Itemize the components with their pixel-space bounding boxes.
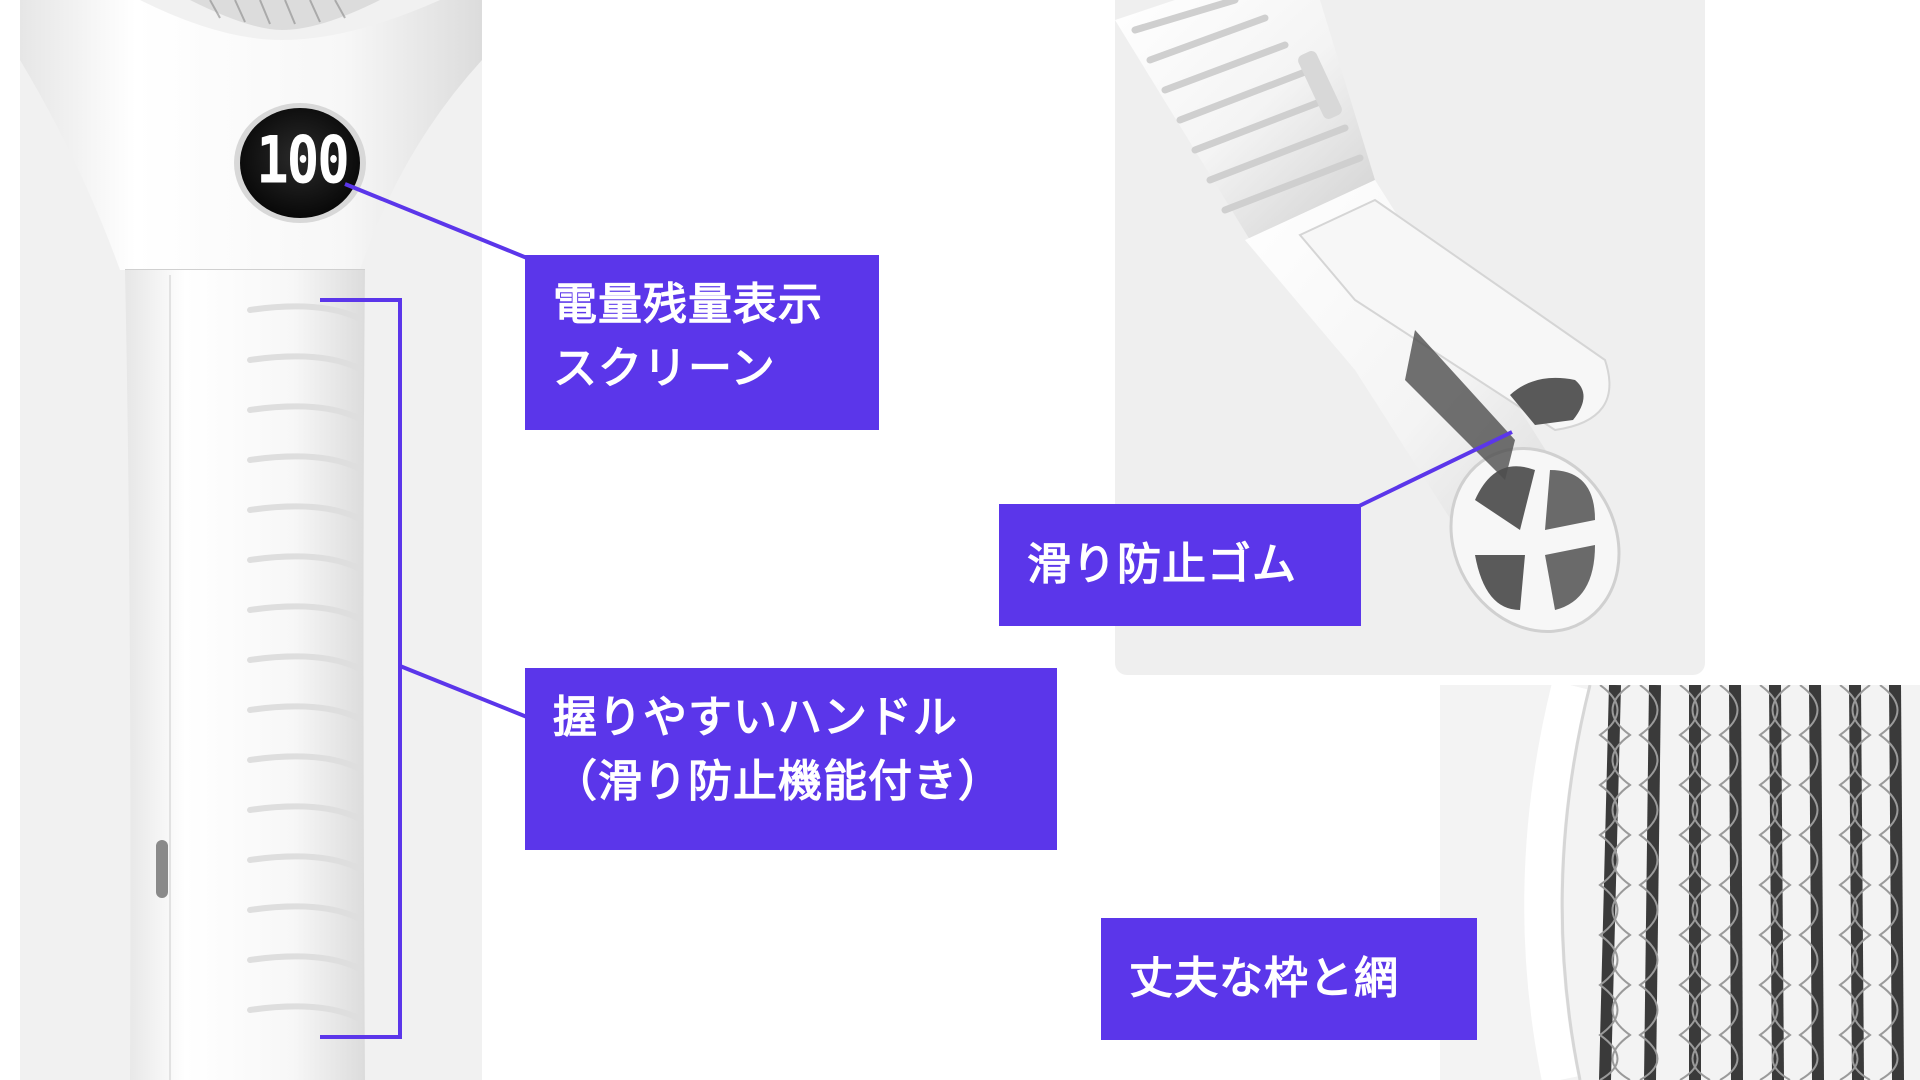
- racket-handle-illustration: [20, 0, 482, 1080]
- battery-leader-line: [344, 182, 528, 260]
- antislip-leader-line: [1356, 430, 1513, 509]
- battery-label-line2: スクリーン: [553, 343, 776, 394]
- net-frame-photo: [1440, 685, 1920, 1080]
- antislip-rubber-label: 滑り防止ゴム: [999, 504, 1361, 626]
- frame-net-label: 丈夫な枠と網: [1101, 918, 1477, 1040]
- battery-display-label: 電量残量表示 スクリーン: [525, 255, 879, 430]
- grip-label-line2: （滑り防止機能付き）: [553, 756, 1003, 807]
- battery-display-readout: 100: [256, 122, 350, 199]
- antislip-label-line1: 滑り防止ゴム: [1027, 539, 1297, 590]
- grip-label-line1: 握りやすいハンドル: [553, 692, 958, 743]
- net-frame-illustration: [1524, 685, 1904, 1080]
- grip-handle-label: 握りやすいハンドル （滑り防止機能付き）: [525, 668, 1057, 850]
- grip-bracket: [320, 298, 402, 1039]
- grip-leader-line: [399, 664, 528, 719]
- racket-handle-photo: 100: [20, 0, 482, 1080]
- frame-label-line1: 丈夫な枠と網: [1129, 953, 1399, 1004]
- battery-label-line1: 電量残量表示: [553, 279, 823, 330]
